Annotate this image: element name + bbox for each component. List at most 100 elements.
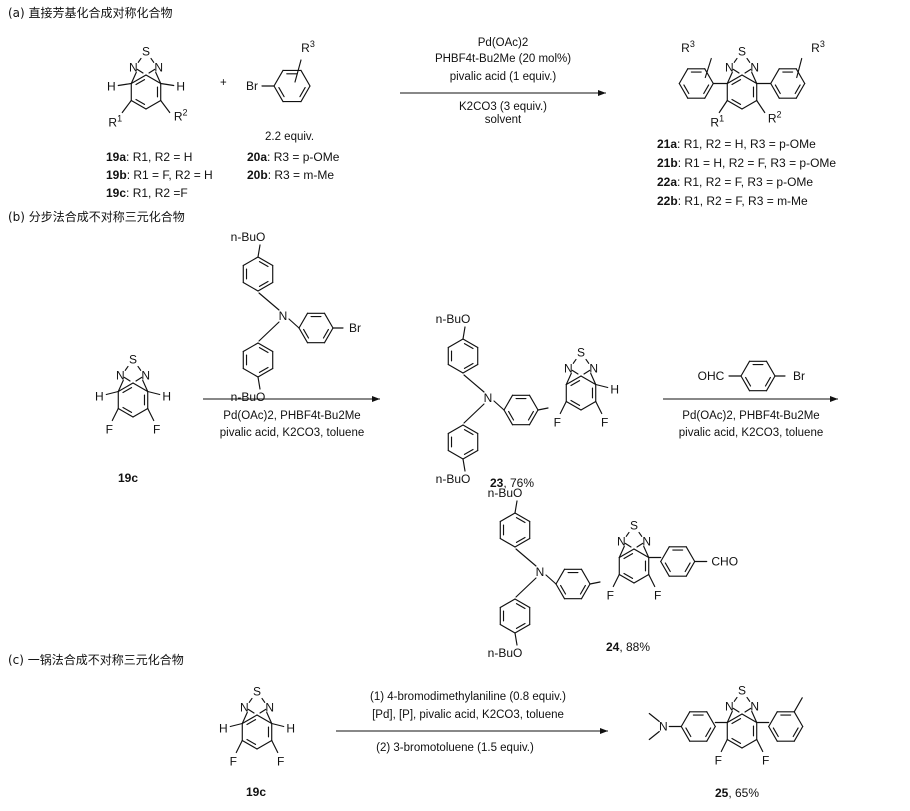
label-22a: 22a: R1, R2 = F, R3 = p-OMe xyxy=(657,175,813,189)
bond xyxy=(770,82,780,99)
bond xyxy=(559,400,567,415)
atom-label: F xyxy=(715,754,722,768)
atom-label: S xyxy=(253,684,261,698)
label-24: 24, 88% xyxy=(606,640,650,654)
bond xyxy=(680,725,691,742)
bond xyxy=(462,338,479,349)
bond xyxy=(463,343,474,350)
bond xyxy=(744,68,752,74)
label-22b: 22b: R1, R2 = F, R3 = m-Me xyxy=(657,194,808,208)
bond xyxy=(580,375,597,386)
bond xyxy=(514,512,531,523)
bond xyxy=(273,69,284,87)
bond xyxy=(256,714,273,725)
cond-b1-2: pivalic acid, K2CO3, toluene xyxy=(220,427,364,439)
bond xyxy=(145,99,162,110)
bond xyxy=(259,708,267,714)
cond-c-2: [Pd], [P], pivalic acid, K2CO3, toluene xyxy=(372,709,564,721)
bond xyxy=(726,99,743,110)
bond xyxy=(258,280,269,287)
label-20a: 20a: R3 = p-OMe xyxy=(247,150,340,164)
section-c-header: (c) 一锅法合成不对称三元化合物 xyxy=(8,652,184,667)
bond xyxy=(515,577,537,598)
bond xyxy=(795,82,806,99)
bond xyxy=(503,409,514,426)
cond-a-1: Pd(OAc)2 xyxy=(478,37,529,49)
atom-label: F xyxy=(607,589,614,603)
bond xyxy=(636,542,644,548)
bond xyxy=(731,98,742,105)
arrow-b2-head xyxy=(830,396,838,402)
bond xyxy=(241,714,258,725)
label-19c: 19c: R1, R2 =F xyxy=(106,186,188,200)
atom-label: N xyxy=(725,699,734,713)
arrow-a-head xyxy=(598,90,606,96)
bond xyxy=(256,739,273,750)
bond xyxy=(515,603,526,610)
bond xyxy=(595,383,609,389)
atom-label: H xyxy=(176,80,185,94)
cond-b2-1: Pd(OAc)2, PHBF4t-Bu2Me xyxy=(682,410,819,422)
bond xyxy=(793,725,804,742)
cond-a-5: solvent xyxy=(485,114,522,126)
bond xyxy=(258,292,280,311)
bond xyxy=(565,372,572,386)
atom-label: Br xyxy=(793,369,805,383)
bond xyxy=(528,409,539,426)
bond xyxy=(155,71,162,85)
atom-label: F xyxy=(554,416,561,430)
bond xyxy=(463,374,485,393)
atom-label: S xyxy=(630,518,638,532)
arrow-c-head xyxy=(600,728,608,734)
bond xyxy=(589,581,601,585)
bond xyxy=(572,358,577,364)
label-19a: 19a: R1, R2 = H xyxy=(106,150,192,164)
bond xyxy=(266,711,273,725)
bond xyxy=(660,560,670,577)
bond xyxy=(137,365,142,371)
bond xyxy=(770,68,780,85)
bond xyxy=(257,244,261,258)
bond xyxy=(145,74,162,85)
bond xyxy=(132,407,149,418)
bond xyxy=(718,99,728,114)
cond-b1-1: Pd(OAc)2, PHBF4t-Bu2Me xyxy=(223,410,360,422)
atom-label: N xyxy=(240,700,249,714)
atom-label: H xyxy=(219,722,228,736)
bond xyxy=(623,553,634,560)
bromobenzaldehyde-reagent: OHC Br xyxy=(698,360,805,392)
bond xyxy=(751,710,758,724)
bond xyxy=(298,327,309,344)
bond xyxy=(796,57,803,79)
bond xyxy=(261,697,266,703)
bond xyxy=(731,79,742,86)
bond xyxy=(704,57,712,79)
bond xyxy=(633,548,650,559)
arrow-b1-head xyxy=(372,396,380,402)
bond xyxy=(242,367,259,378)
atom-label: S xyxy=(738,683,746,697)
atom-label: N xyxy=(725,60,734,74)
atom-label: S xyxy=(142,44,150,58)
bond xyxy=(745,376,752,387)
bond xyxy=(618,548,635,559)
bond xyxy=(242,281,259,292)
atom-label: n-BuO xyxy=(488,646,523,660)
atom-label: H xyxy=(610,383,619,397)
bond xyxy=(528,394,539,411)
bond xyxy=(499,598,516,609)
bond xyxy=(768,711,778,728)
bond xyxy=(515,622,526,629)
bond xyxy=(685,560,696,577)
bond xyxy=(447,363,464,374)
bond xyxy=(135,79,146,86)
bond xyxy=(117,407,134,418)
atom-label: OHC xyxy=(698,369,725,383)
atom-label: n-BuO xyxy=(488,486,523,500)
bond xyxy=(731,737,742,744)
bond xyxy=(258,321,280,342)
